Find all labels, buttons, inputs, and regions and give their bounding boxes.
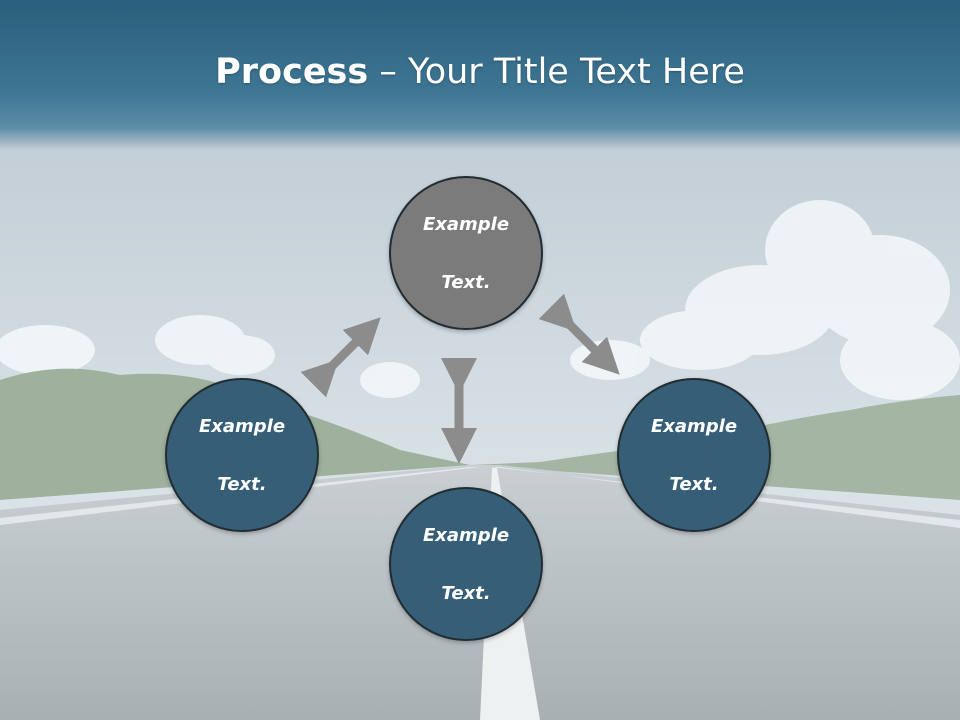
title-rest: Your Title Text Here <box>407 52 745 92</box>
title-bar <box>0 0 960 150</box>
double-arrow-icon <box>538 293 620 375</box>
node-bottom-line2: Text. <box>441 582 491 604</box>
title-separator: – <box>368 52 408 92</box>
node-bottom-line1: Example <box>422 524 510 546</box>
double-arrow-icon <box>300 317 381 398</box>
node-right-line1: Example <box>650 415 738 437</box>
node-left-line1: Example <box>198 415 286 437</box>
node-top-line1: Example <box>422 213 510 235</box>
node-right-line2: Text. <box>669 473 719 495</box>
slide-title: Process – Your Title Text Here <box>0 52 960 92</box>
title-bold: Process <box>215 52 369 92</box>
node-left-line2: Text. <box>217 473 267 495</box>
node-top-line2: Text. <box>441 271 491 293</box>
